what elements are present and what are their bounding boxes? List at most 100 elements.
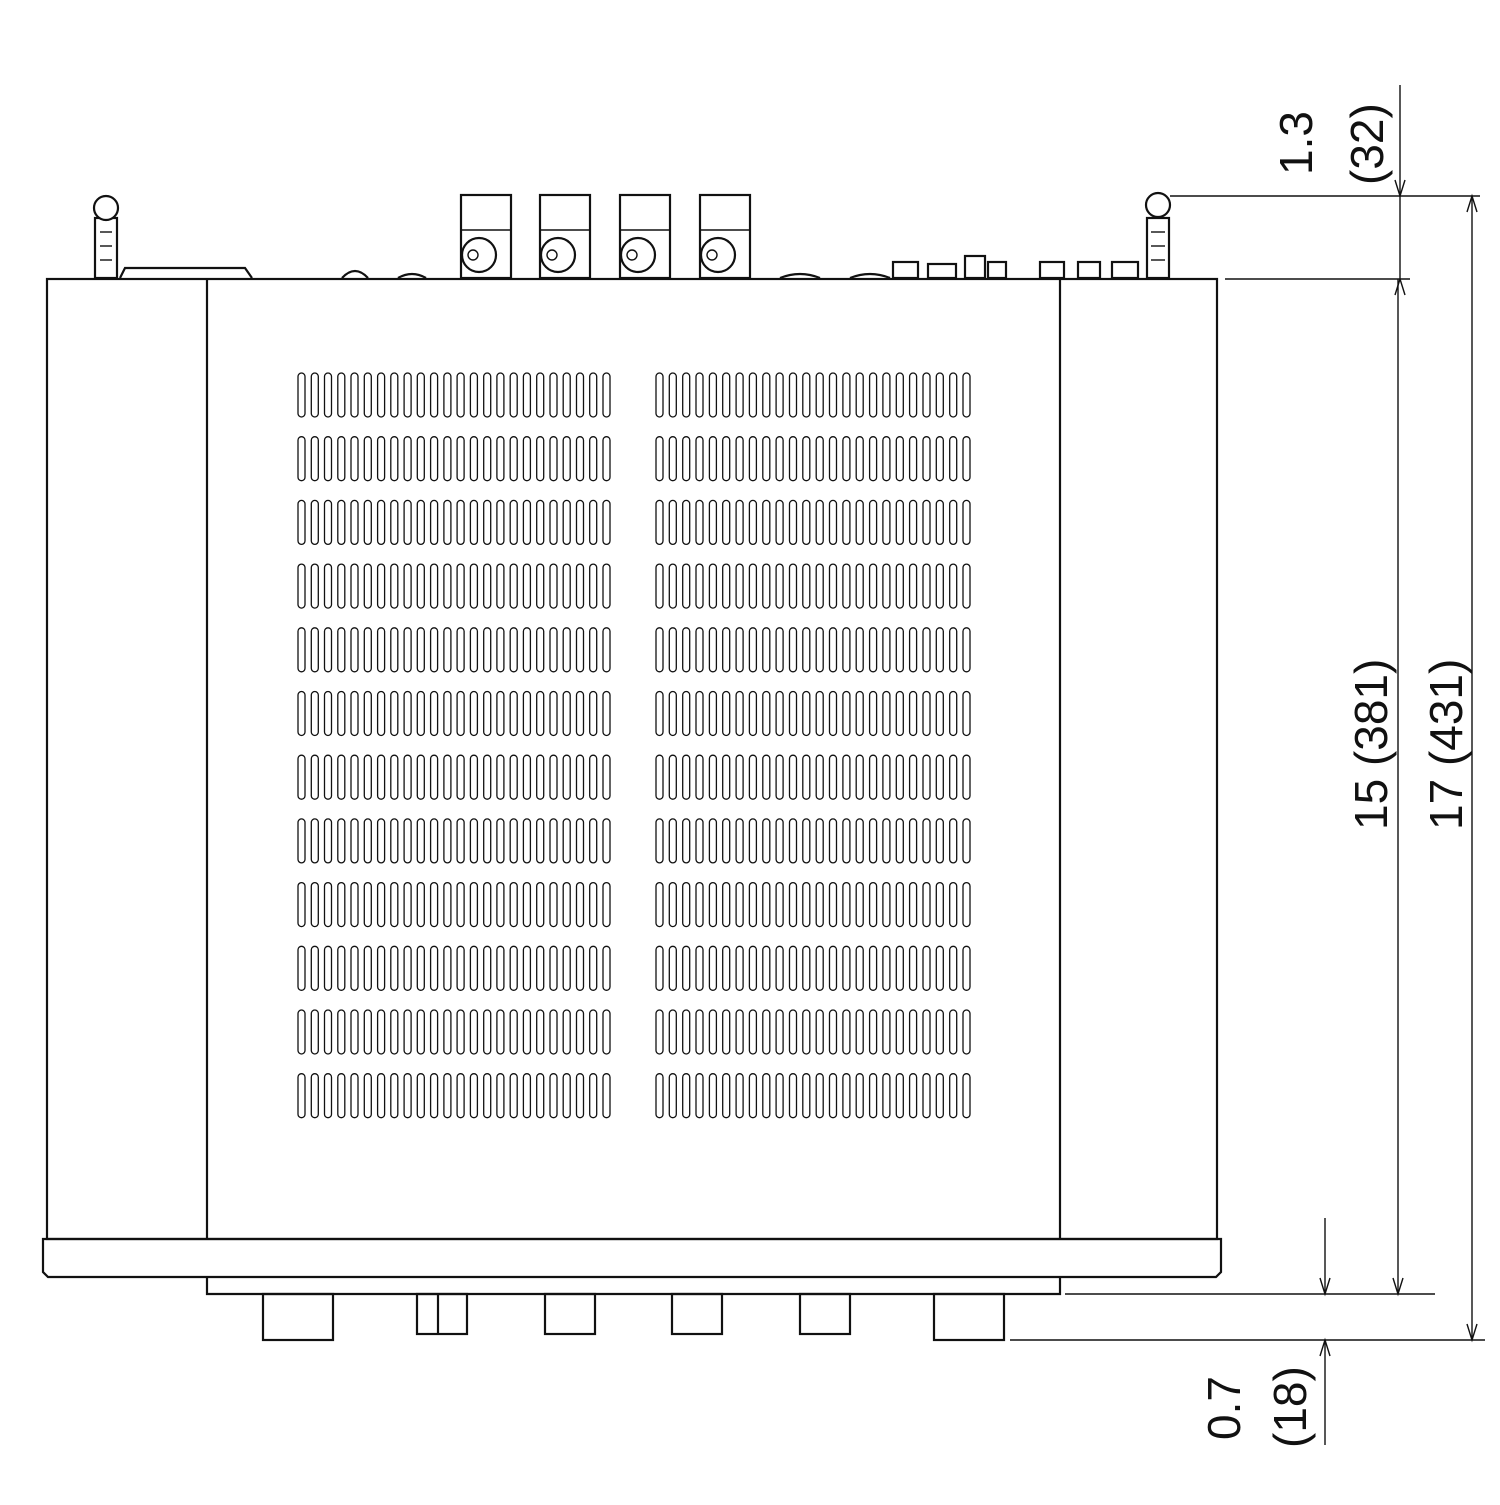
vent-slot <box>828 436 838 482</box>
vent-slot <box>456 1073 465 1119</box>
vent-slot <box>575 436 585 482</box>
vent-slot <box>456 627 465 673</box>
vent-slot <box>363 881 372 928</box>
vent-slot <box>868 690 878 737</box>
vent-slot <box>536 881 545 928</box>
vent-slot <box>949 499 958 546</box>
vent-slot <box>350 690 359 737</box>
vent-slot <box>962 1009 971 1055</box>
vent-slot <box>549 754 558 800</box>
vent-slot <box>708 881 718 928</box>
vent-slot <box>962 372 971 418</box>
vent-slot <box>363 627 372 673</box>
vent-slot <box>416 754 425 800</box>
vent-slot <box>562 1073 571 1119</box>
vent-slot <box>602 499 611 546</box>
vent-slot <box>735 754 744 800</box>
vent-slot <box>297 1073 306 1119</box>
vent-slot <box>337 436 346 482</box>
vent-slot <box>828 1073 838 1119</box>
vent-slot <box>682 436 691 482</box>
vent-slot <box>655 1073 664 1119</box>
vent-slot <box>922 563 931 609</box>
vent-slot <box>882 499 891 546</box>
vent-slot <box>695 881 704 928</box>
vent-slot <box>589 690 598 737</box>
vent-slot <box>363 690 372 737</box>
vent-slot <box>935 881 944 928</box>
vent-slot <box>922 1073 931 1119</box>
vent-slot <box>323 627 333 673</box>
vent-slot <box>708 499 718 546</box>
vent-slot <box>935 627 944 673</box>
speaker-terminals <box>459 193 752 280</box>
vent-slot <box>337 1073 346 1119</box>
vent-slot <box>868 945 878 991</box>
vent-slot <box>390 1073 399 1119</box>
vent-slot <box>655 627 664 673</box>
vent-slot <box>483 1009 492 1055</box>
vent-slot <box>722 754 731 800</box>
vent-slot <box>496 1073 505 1119</box>
vent-slot <box>562 945 571 991</box>
vent-slot <box>456 945 465 991</box>
vent-slot <box>522 436 532 482</box>
vent-slot <box>868 818 878 864</box>
vent-slot <box>949 1073 958 1119</box>
vent-slot <box>376 627 386 673</box>
vent-slot <box>735 1073 744 1119</box>
vent-slot <box>337 372 346 418</box>
vent-slot <box>589 818 598 864</box>
vent-slot <box>390 1009 399 1055</box>
knob <box>932 1292 1006 1342</box>
vent-slot <box>682 627 691 673</box>
dimension-lines <box>1010 85 1485 1445</box>
vent-slot <box>815 1073 824 1119</box>
vent-slot <box>562 563 571 609</box>
vent-slot <box>350 945 359 991</box>
vent-slot <box>522 627 532 673</box>
vent-slot <box>536 436 545 482</box>
vent-slot <box>589 499 598 546</box>
vent-slot <box>828 499 838 546</box>
vent-slot <box>469 372 479 418</box>
vent-slot <box>842 1009 851 1055</box>
vent-slot <box>748 1073 758 1119</box>
vent-slot <box>522 563 532 609</box>
vent-slot <box>895 945 904 991</box>
vent-slot <box>589 945 598 991</box>
vent-slot <box>549 436 558 482</box>
vent-slot <box>496 818 505 864</box>
vent-slot <box>962 1073 971 1119</box>
vent-slot <box>310 754 319 800</box>
vent-slot <box>762 372 771 418</box>
vent-slot <box>297 881 306 928</box>
vent-slot <box>695 436 704 482</box>
vent-slot <box>722 372 731 418</box>
vent-slot <box>828 881 838 928</box>
vent-slot <box>297 754 306 800</box>
vent-slot <box>469 881 479 928</box>
vent-slot <box>337 818 346 864</box>
vent-slot <box>376 754 386 800</box>
vent-slot <box>895 436 904 482</box>
vent-slot <box>855 818 864 864</box>
vent-slot <box>895 1073 904 1119</box>
vent-slot <box>855 372 864 418</box>
vent-slot <box>337 499 346 546</box>
vent-slot <box>310 372 319 418</box>
vent-slot <box>536 499 545 546</box>
vent-slot <box>390 690 399 737</box>
vent-slot <box>748 1009 758 1055</box>
vent-slot <box>668 563 677 609</box>
vent-slot <box>363 945 372 991</box>
vent-slot <box>562 372 571 418</box>
vent-slot <box>868 499 878 546</box>
knob <box>261 1292 335 1342</box>
vent-slot <box>363 818 372 864</box>
vent-slot <box>935 372 944 418</box>
vent-slot <box>323 1073 333 1119</box>
vent-slot <box>962 627 971 673</box>
vent-slot <box>403 627 412 673</box>
